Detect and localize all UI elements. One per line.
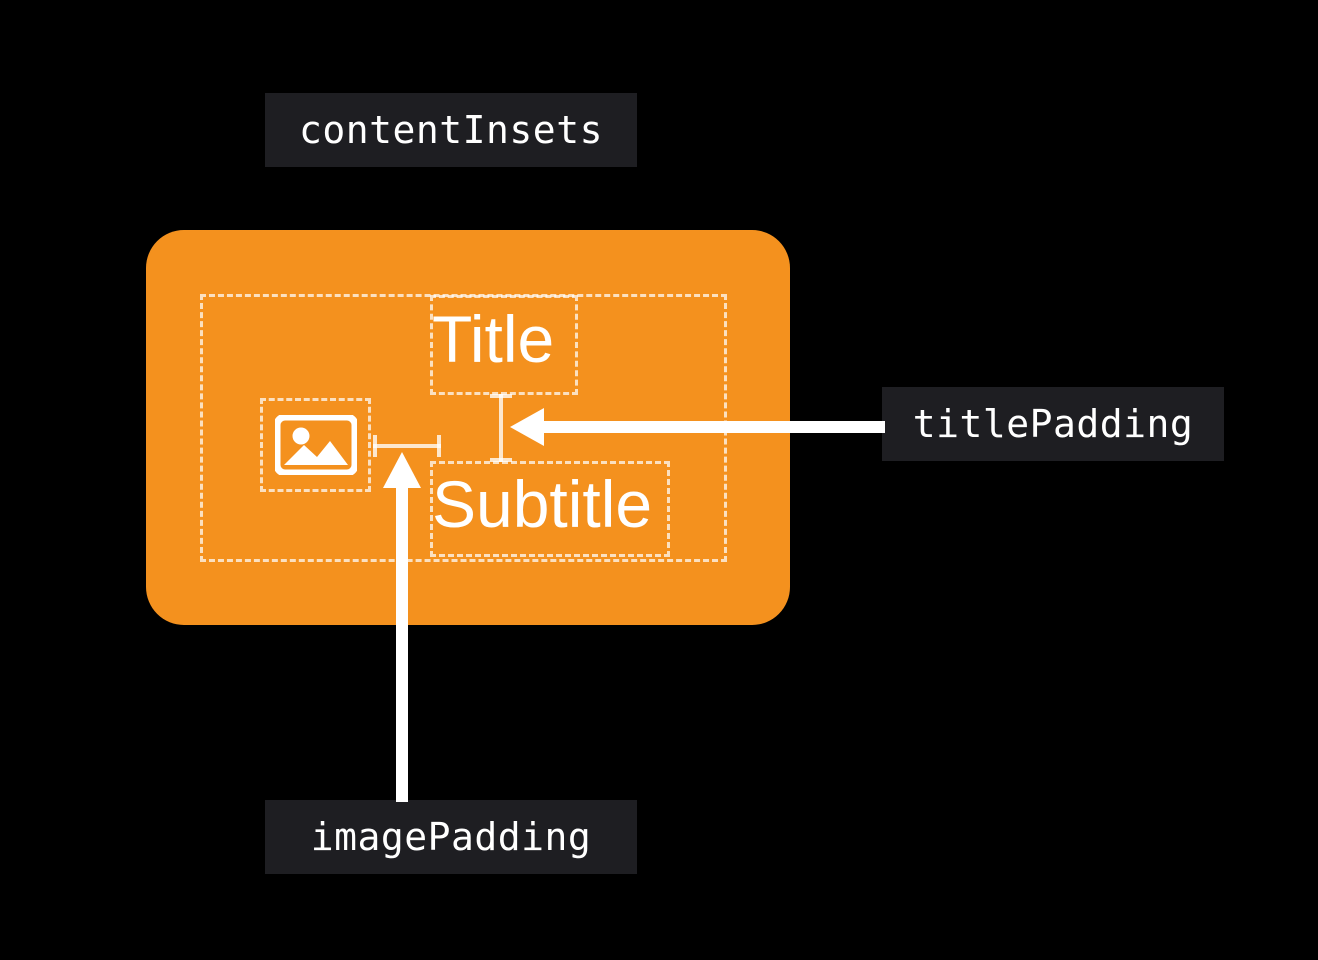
label-title-padding-text: titlePadding (912, 402, 1194, 446)
dimension-bar (373, 444, 441, 448)
guide-box-image (260, 398, 371, 492)
dimension-bar (499, 394, 503, 462)
label-image-padding: imagePadding (265, 800, 637, 874)
guide-box-subtitle (430, 461, 670, 557)
guide-box-title (430, 295, 578, 395)
label-image-padding-text: imagePadding (310, 815, 592, 859)
dimension-marker-image-padding (373, 435, 441, 457)
label-title-padding: titlePadding (882, 387, 1224, 461)
card-title: Title (432, 302, 555, 376)
label-content-insets-text: contentInsets (299, 108, 603, 152)
dimension-cap-bottom (490, 458, 512, 462)
picture-icon (275, 415, 357, 475)
card-subtitle: Subtitle (432, 467, 653, 541)
dimension-cap-right (437, 435, 441, 457)
callout-arrow-title-padding (510, 408, 885, 446)
label-content-insets: contentInsets (265, 93, 637, 167)
dimension-marker-title-padding (490, 394, 512, 462)
callout-arrow-image-padding (383, 452, 421, 802)
